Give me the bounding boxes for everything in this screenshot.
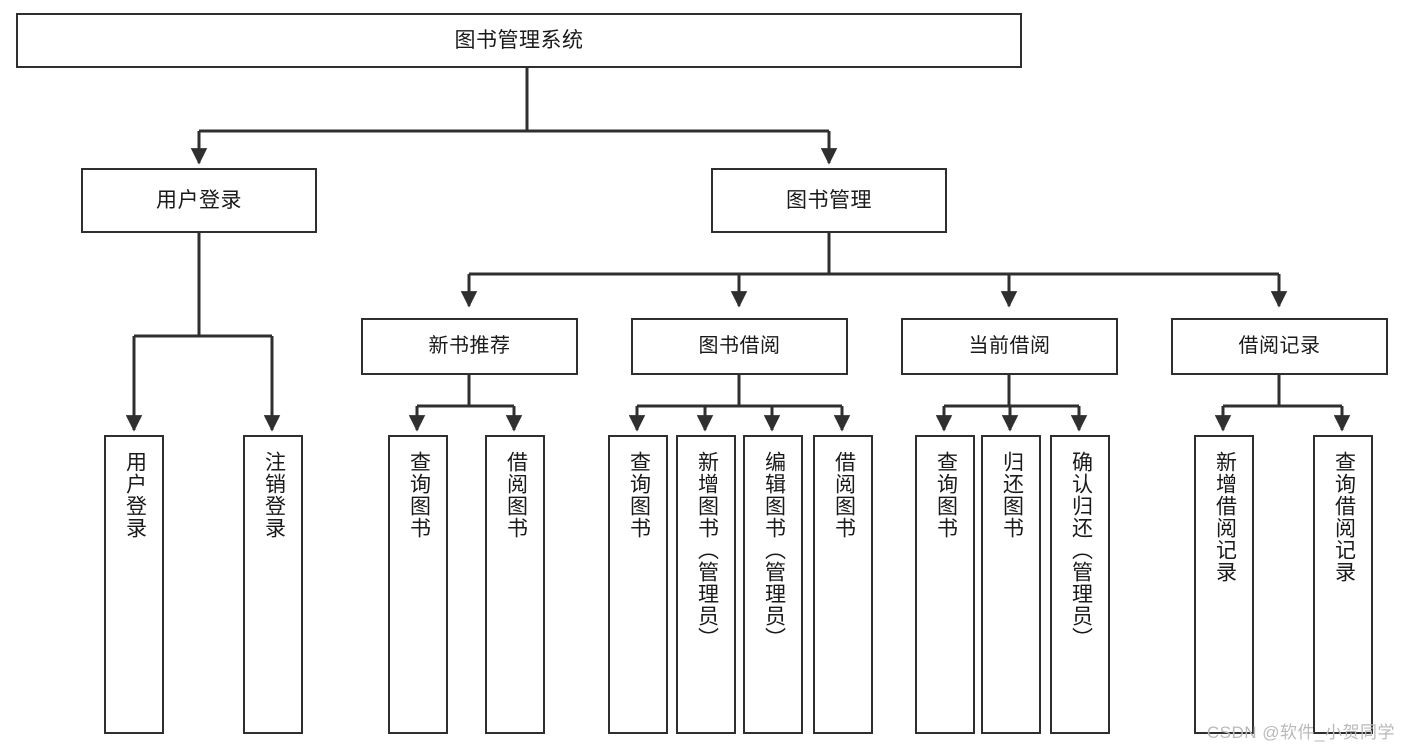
leaf-new-book-1-label: 查询图书 (407, 451, 431, 539)
node-current-borrow[interactable]: 当前借阅 (901, 318, 1118, 375)
leaf-user-login-2[interactable]: 注销登录 (243, 435, 303, 734)
leaf-borrow-record-1-label: 新增借阅记录 (1213, 451, 1237, 583)
node-book-borrow-label: 图书借阅 (698, 335, 781, 358)
node-root-label: 图书管理系统 (454, 28, 584, 52)
node-user-login-label: 用户登录 (156, 188, 242, 212)
leaf-user-login-2-label: 注销登录 (262, 451, 286, 539)
leaf-current-borrow-2-label: 归还图书 (1000, 451, 1024, 539)
leaf-book-borrow-2[interactable]: 新增图书（管理员） (676, 435, 736, 734)
node-borrow-record[interactable]: 借阅记录 (1171, 318, 1388, 375)
leaf-new-book-2[interactable]: 借阅图书 (485, 435, 545, 734)
node-new-book-recommend[interactable]: 新书推荐 (361, 318, 578, 375)
leaf-book-borrow-3-label: 编辑图书（管理员） (762, 451, 786, 649)
leaf-new-book-1[interactable]: 查询图书 (388, 435, 448, 734)
node-current-borrow-label: 当前借阅 (968, 335, 1051, 358)
leaf-borrow-record-2-label: 查询借阅记录 (1332, 451, 1356, 583)
leaf-current-borrow-1-label: 查询图书 (934, 451, 958, 539)
leaf-borrow-record-1[interactable]: 新增借阅记录 (1194, 435, 1254, 734)
leaf-borrow-record-2[interactable]: 查询借阅记录 (1313, 435, 1373, 734)
leaf-book-borrow-1[interactable]: 查询图书 (608, 435, 668, 734)
node-book-borrow[interactable]: 图书借阅 (631, 318, 848, 375)
leaf-new-book-2-label: 借阅图书 (504, 451, 528, 539)
node-user-login[interactable]: 用户登录 (81, 168, 317, 233)
leaf-book-borrow-3[interactable]: 编辑图书（管理员） (743, 435, 803, 734)
node-borrow-record-label: 借阅记录 (1238, 335, 1321, 358)
leaf-current-borrow-3[interactable]: 确认归还（管理员） (1050, 435, 1110, 734)
leaf-current-borrow-2[interactable]: 归还图书 (981, 435, 1041, 734)
leaf-current-borrow-3-label: 确认归还（管理员） (1069, 451, 1093, 649)
leaf-user-login-1-label: 用户登录 (123, 451, 147, 539)
watermark: CSDN @软件_小贺同学 (1206, 723, 1395, 742)
leaf-book-borrow-4[interactable]: 借阅图书 (813, 435, 873, 734)
node-book-management-label: 图书管理 (786, 188, 872, 212)
node-new-book-recommend-label: 新书推荐 (428, 335, 511, 358)
leaf-current-borrow-1[interactable]: 查询图书 (915, 435, 975, 734)
leaf-user-login-1[interactable]: 用户登录 (104, 435, 164, 734)
leaf-book-borrow-2-label: 新增图书（管理员） (695, 451, 719, 649)
node-root[interactable]: 图书管理系统 (16, 13, 1022, 68)
leaf-book-borrow-4-label: 借阅图书 (832, 451, 856, 539)
leaf-book-borrow-1-label: 查询图书 (627, 451, 651, 539)
node-book-management[interactable]: 图书管理 (711, 168, 947, 233)
